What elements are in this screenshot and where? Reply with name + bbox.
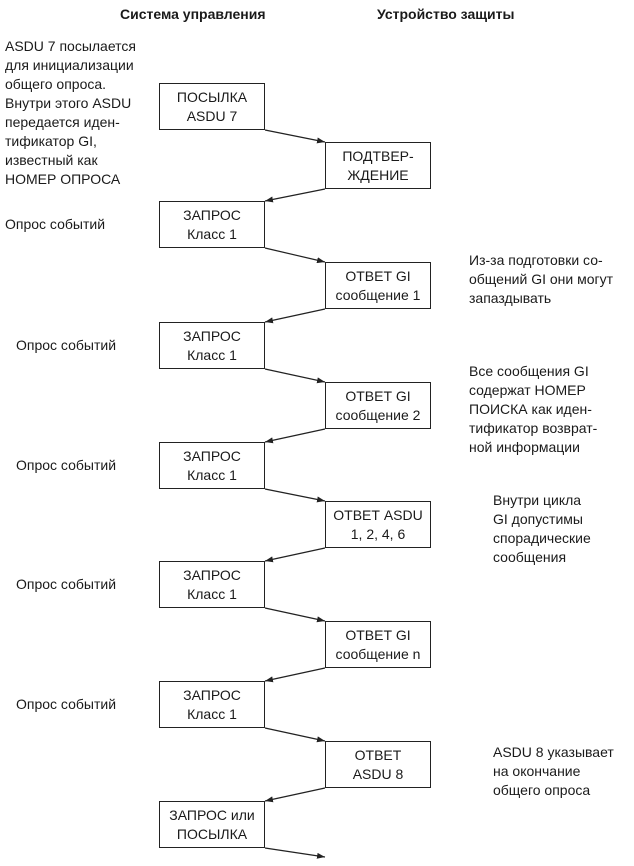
message-arrow — [264, 547, 326, 563]
control-step-box: ЗАПРОС Класс 1 — [159, 201, 265, 248]
step-line-2: сообщение 1 — [335, 286, 421, 303]
step-line-1: ЗАПРОС или — [169, 806, 255, 823]
step-line-1: ОТВЕТ ASDU — [333, 506, 423, 523]
control-step-box: ПОСЫЛКА ASDU 7 — [159, 83, 265, 130]
message-arrow — [264, 667, 326, 683]
event-poll-label: Опрос событий — [16, 696, 117, 712]
message-arrow — [264, 308, 326, 324]
event-poll-label: Опрос событий — [5, 216, 106, 232]
intro-note: ASDU 7 посылается для инициализации обще… — [5, 38, 137, 187]
delay-note: Из-за подготовки со- общений GI они могу… — [469, 252, 614, 306]
step-line-2: сообщение 2 — [335, 406, 421, 423]
control-step-box: ЗАПРОС Класс 1 — [159, 681, 265, 728]
device-step-box: ОТВЕТ ASDU 1, 2, 4, 6 — [325, 501, 431, 548]
control-system-header: Система управления — [120, 6, 266, 22]
device-step-box: ОТВЕТ GI сообщение n — [325, 621, 431, 668]
step-line-2: ASDU 8 — [352, 765, 404, 782]
step-line-2: ЖДЕНИЕ — [347, 166, 409, 183]
protection-device-header: Устройство защиты — [377, 6, 515, 22]
step-line-1: ЗАПРОС — [183, 686, 241, 703]
end-note: ASDU 8 указывает на окончание общего опр… — [493, 744, 614, 798]
control-step-box: ЗАПРОС Класс 1 — [159, 322, 265, 369]
event-poll-label: Опрос событий — [16, 576, 117, 592]
message-arrow — [264, 368, 326, 384]
message-arrow — [264, 787, 326, 803]
search-number-note: Все сообщения GI содержат НОМЕР ПОИСКА к… — [469, 363, 598, 455]
message-arrow — [264, 607, 326, 623]
control-step-box: ЗАПРОС Класс 1 — [159, 561, 265, 608]
message-arrow — [264, 247, 326, 264]
step-line-2: ASDU 7 — [186, 107, 238, 124]
device-step-box: ОТВЕТ GI сообщение 1 — [325, 262, 431, 309]
step-line-1: ЗАПРОС — [183, 566, 241, 583]
step-line-1: ЗАПРОС — [183, 206, 241, 223]
step-line-1: ОТВЕТ GI — [345, 626, 411, 643]
step-line-2: Класс 1 — [187, 466, 237, 483]
message-arrow — [264, 188, 326, 203]
step-line-1: ОТВЕТ GI — [345, 267, 411, 284]
step-line-1: ЗАПРОС — [183, 447, 241, 464]
device-step-box: ОТВЕТ ASDU 8 — [325, 741, 431, 788]
step-line-1: ЗАПРОС — [183, 327, 241, 344]
step-line-2: Класс 1 — [187, 225, 237, 242]
step-line-1: ОТВЕТ — [354, 746, 402, 763]
message-arrow — [264, 428, 326, 444]
message-arrow — [264, 727, 326, 743]
event-poll-label: Опрос событий — [16, 457, 117, 473]
step-line-2: 1, 2, 4, 6 — [350, 525, 406, 542]
message-arrow — [264, 129, 326, 144]
step-line-1: ПОДТВЕР- — [342, 147, 414, 164]
step-line-1: ОТВЕТ GI — [345, 387, 411, 404]
device-step-box: ПОДТВЕР- ЖДЕНИЕ — [325, 142, 431, 189]
message-arrow — [264, 488, 326, 503]
message-arrow — [264, 847, 326, 859]
step-line-2: Класс 1 — [187, 705, 237, 722]
control-step-box: ЗАПРОС Класс 1 — [159, 442, 265, 489]
step-line-2: Класс 1 — [187, 585, 237, 602]
sporadic-note: Внутри цикла GI допустимы спорадические … — [493, 492, 591, 565]
step-line-2: Класс 1 — [187, 346, 237, 363]
device-step-box: ОТВЕТ GI сообщение 2 — [325, 382, 431, 429]
step-line-1: ПОСЫЛКА — [176, 88, 248, 105]
event-poll-label: Опрос событий — [16, 337, 117, 353]
step-line-2: ПОСЫЛКА — [176, 825, 248, 842]
step-line-2: сообщение n — [335, 645, 421, 662]
